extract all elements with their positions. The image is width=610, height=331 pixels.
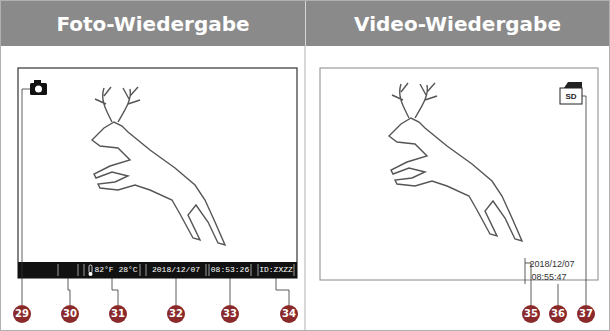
- id-text: ID:ZXZZ: [259, 266, 293, 274]
- callout-number: 31: [109, 305, 127, 323]
- time-text: 08:55:47: [531, 273, 566, 282]
- callout-number: 37: [577, 305, 595, 323]
- video-screen: [320, 68, 598, 280]
- info-bar: [18, 262, 297, 278]
- callout-number: 33: [221, 305, 239, 323]
- callout-number: 29: [13, 305, 31, 323]
- thermometer-icon: [89, 265, 93, 276]
- moon-icon: [65, 265, 73, 275]
- date-text: 2018/12/07: [152, 266, 200, 274]
- header-cell: Foto-Wiedergabe: [1, 1, 305, 46]
- sd-text: SD: [565, 93, 576, 101]
- date-text: 2018/12/07: [529, 260, 574, 269]
- leader-lines: [22, 89, 289, 305]
- deer-drawing: [389, 83, 522, 241]
- header-cell: Video-Wiedergabe: [306, 1, 609, 46]
- callout-number: 30: [61, 305, 79, 323]
- header-text: Video-Wiedergabe: [354, 12, 561, 36]
- temperature-text: 82°F 28°C: [94, 266, 137, 274]
- leader-lines: [525, 96, 586, 305]
- callout-number: 36: [549, 305, 567, 323]
- column-divider: [305, 0, 306, 331]
- bar-brackets: [58, 264, 294, 276]
- callout-number: 35: [522, 305, 540, 323]
- time-text: 08:53:26: [211, 266, 249, 274]
- photo-screen: [18, 68, 297, 278]
- callout-number: 34: [280, 305, 298, 323]
- header-text: Foto-Wiedergabe: [56, 12, 249, 36]
- sd-icon: [560, 82, 582, 104]
- camera-icon: [30, 80, 47, 95]
- callout-number: 32: [167, 305, 185, 323]
- deer-drawing: [92, 87, 225, 245]
